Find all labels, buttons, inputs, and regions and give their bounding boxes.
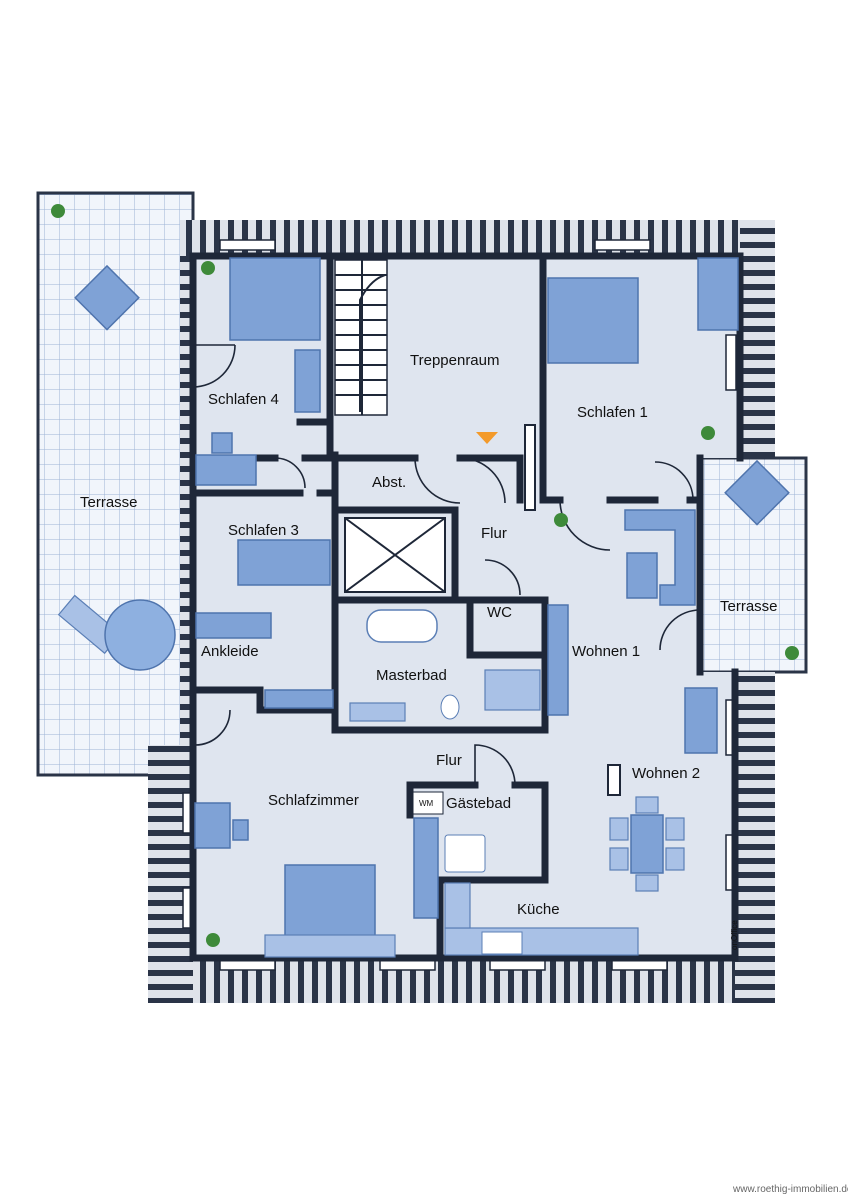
software-mark: onOffice	[730, 920, 739, 950]
doors	[192, 344, 701, 786]
label-schlafen1: Schlafen 1	[577, 404, 648, 421]
label-ankleide: Ankleide	[201, 643, 259, 660]
label-terrasse-left: Terrasse	[80, 494, 138, 511]
label-flur-upper: Flur	[481, 525, 507, 542]
elevator	[344, 517, 446, 593]
label-gaestebad: Gästebad	[446, 795, 511, 812]
watermark: www.roethig-immobilien.de	[732, 1184, 848, 1195]
label-wohnen2: Wohnen 2	[632, 765, 700, 782]
label-masterbad: Masterbad	[376, 667, 447, 684]
label-wohnen1: Wohnen 1	[572, 643, 640, 660]
label-wm: WM	[419, 799, 434, 808]
label-flur-lower: Flur	[436, 752, 462, 769]
walls	[189, 252, 744, 962]
label-abst: Abst.	[372, 474, 406, 491]
entrance-arrow-icon	[476, 432, 498, 444]
staircase	[334, 259, 388, 416]
label-kueche: Küche	[517, 901, 560, 918]
label-wc: WC	[487, 604, 512, 621]
room-labels: Treppenraum Schlafen 4 Schlafen 1 Abst. …	[80, 352, 778, 950]
label-schlafen4: Schlafen 4	[208, 391, 279, 408]
label-schlafen3: Schlafen 3	[228, 522, 299, 539]
label-schlafzimmer: Schlafzimmer	[268, 792, 359, 809]
plant-icons	[51, 204, 799, 947]
label-terrasse-right: Terrasse	[720, 598, 778, 615]
furniture	[57, 257, 790, 958]
label-treppenraum: Treppenraum	[410, 352, 500, 369]
